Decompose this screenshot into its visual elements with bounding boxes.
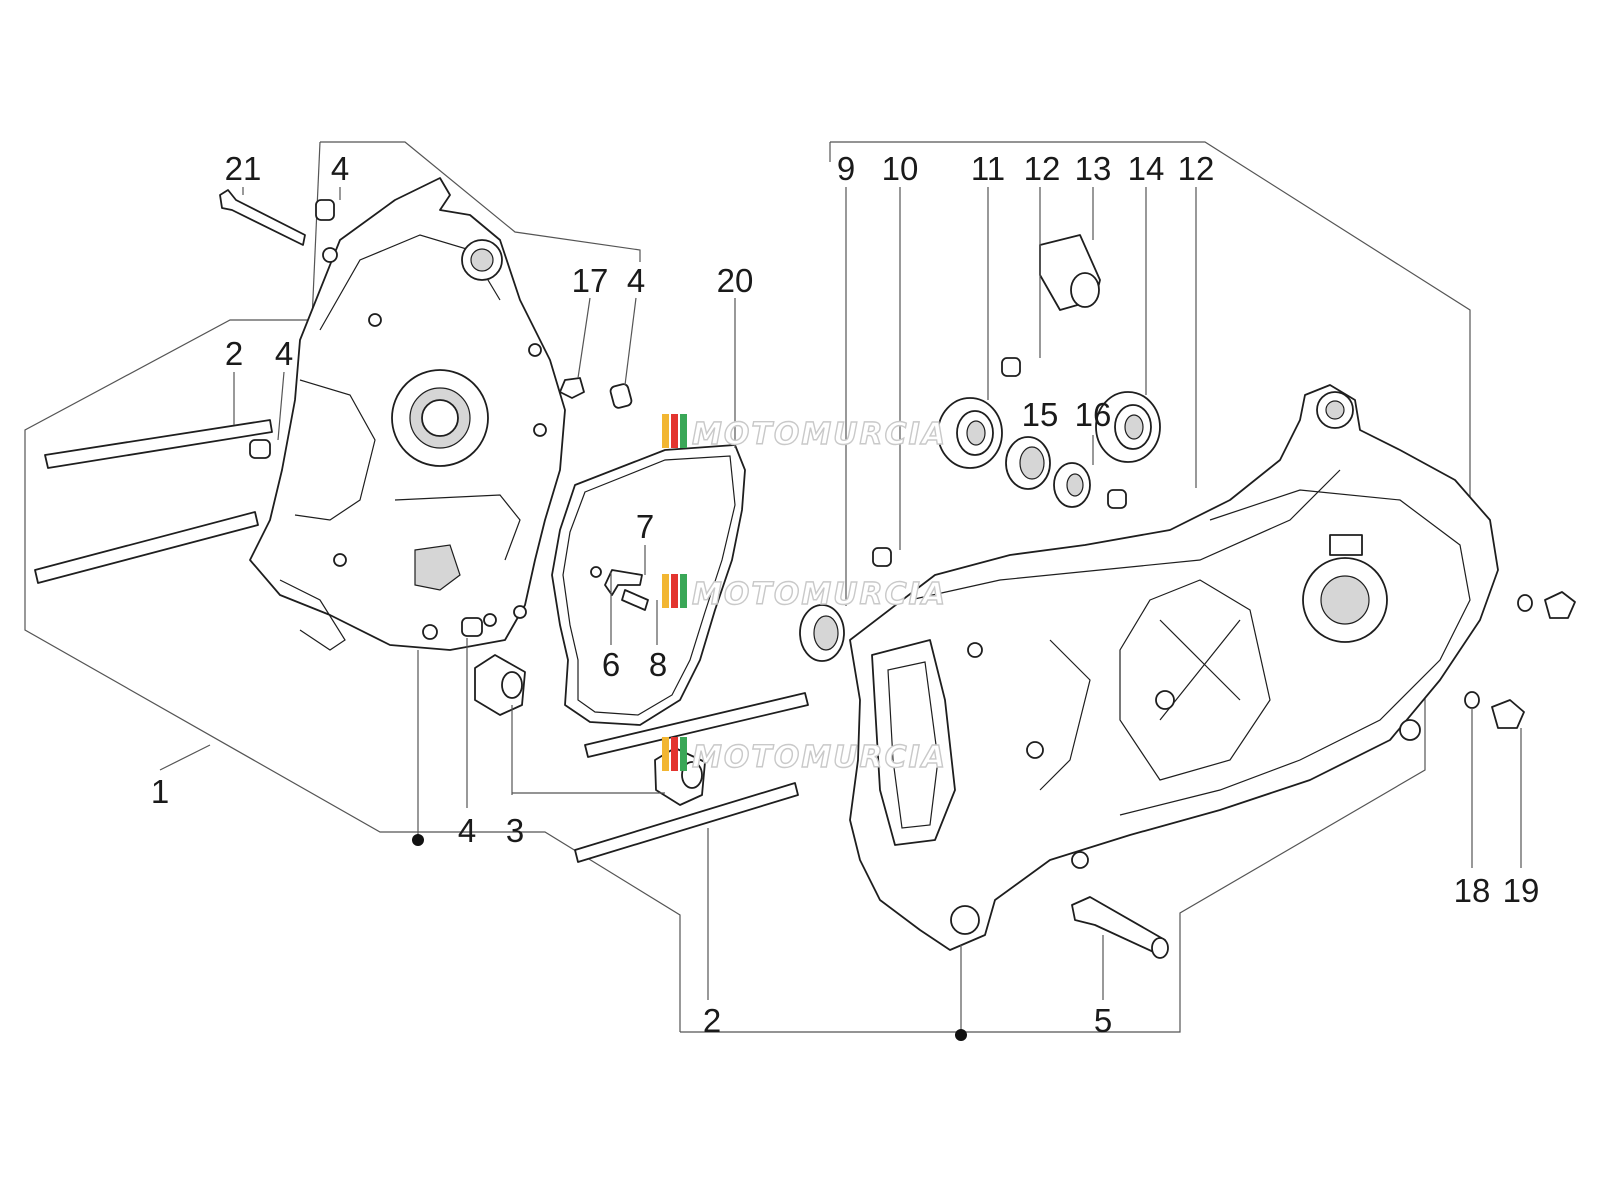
leader-lines [159, 187, 1522, 1030]
stud-bolt-lower [574, 782, 799, 863]
dowel-pin-4-top [315, 199, 335, 221]
pin-12-lower [1107, 489, 1127, 509]
callout-16: 16 [1075, 396, 1112, 433]
seal-15 [1005, 436, 1051, 490]
bearing-14 [1095, 391, 1161, 463]
washer-6 [590, 566, 602, 578]
bearing-11 [937, 397, 1003, 469]
watermark-stripe-yellow [662, 414, 669, 448]
dowel-pin-4-bottom [461, 617, 483, 637]
fitting-17 [559, 377, 585, 399]
callout-7: 7 [636, 508, 654, 545]
stud-bolt-lower-left [34, 511, 259, 584]
callout-19: 19 [1503, 872, 1540, 909]
plug-19-upper [1544, 591, 1576, 619]
stud-bolt-upper-left [44, 419, 273, 469]
watermark-stripe-red [671, 414, 678, 448]
bushing-10 [872, 547, 892, 567]
callout-5: 5 [1094, 1002, 1112, 1039]
watermark-text: MOTOMURCIA [692, 740, 947, 775]
callout-18: 18 [1454, 872, 1491, 909]
bearing-16 [1053, 462, 1091, 508]
watermark-stripe-yellow [662, 737, 669, 771]
callout-4: 4 [627, 262, 645, 299]
callout-2: 2 [703, 1002, 721, 1039]
right-crankcase-half [849, 384, 1499, 951]
callout-12: 12 [1024, 150, 1061, 187]
callout-15: 15 [1022, 396, 1059, 433]
dowel-pin-4-right [609, 383, 633, 409]
callout-17: 17 [572, 262, 609, 299]
watermark-middle: MOTOMURCIA [662, 574, 947, 613]
screw-8 [621, 589, 649, 611]
washer-18-upper [1517, 594, 1533, 612]
callout-1: 1 [151, 773, 169, 810]
callout-4: 4 [331, 150, 349, 187]
callout-labels: 21 4 17 4 20 2 4 7 6 8 1 4 3 2 9 10 11 1… [151, 150, 1540, 1039]
washer-18-lower [1464, 691, 1480, 709]
lever-7 [604, 569, 643, 596]
left-crankcase-half [249, 177, 566, 651]
bushing-13 [1039, 234, 1101, 311]
reference-dot-left [412, 834, 424, 846]
callout-4: 4 [458, 812, 476, 849]
watermark-text: MOTOMURCIA [692, 417, 947, 452]
callout-13: 13 [1075, 150, 1112, 187]
watermark-stripe-green [680, 414, 687, 448]
callout-3: 3 [506, 812, 524, 849]
watermark-top: MOTOMURCIA [662, 414, 947, 453]
callout-4: 4 [275, 335, 293, 372]
callout-6: 6 [602, 646, 620, 683]
pin-12-upper [1001, 357, 1021, 377]
callout-20: 20 [717, 262, 754, 299]
dowel-pin-4-left [249, 439, 271, 459]
watermark-text: MOTOMURCIA [692, 577, 947, 612]
watermark-stripe-green [680, 737, 687, 771]
left-group-bracket [24, 141, 681, 1032]
silent-block-3-upper [474, 654, 526, 716]
callout-21: 21 [225, 150, 262, 187]
callout-11: 11 [971, 150, 1005, 187]
callout-8: 8 [649, 646, 667, 683]
plug-19-lower [1491, 699, 1525, 729]
stud-bolt-middle [584, 692, 809, 758]
callout-14: 14 [1128, 150, 1165, 187]
watermark-stripe-yellow [662, 574, 669, 608]
callout-2: 2 [225, 335, 243, 372]
gasket-20 [551, 444, 746, 726]
oil-seal-9 [799, 604, 845, 662]
pin-5 [1071, 896, 1169, 959]
callout-12: 12 [1178, 150, 1215, 187]
watermark-stripe-red [671, 574, 678, 608]
watermark-stripe-green [680, 574, 687, 608]
bolt-21 [219, 189, 306, 246]
callout-9: 9 [837, 150, 855, 187]
reference-dot-right [955, 1029, 967, 1041]
callout-10: 10 [882, 150, 919, 187]
watermark-stripe-red [671, 737, 678, 771]
watermark-bottom: MOTOMURCIA [662, 737, 947, 776]
